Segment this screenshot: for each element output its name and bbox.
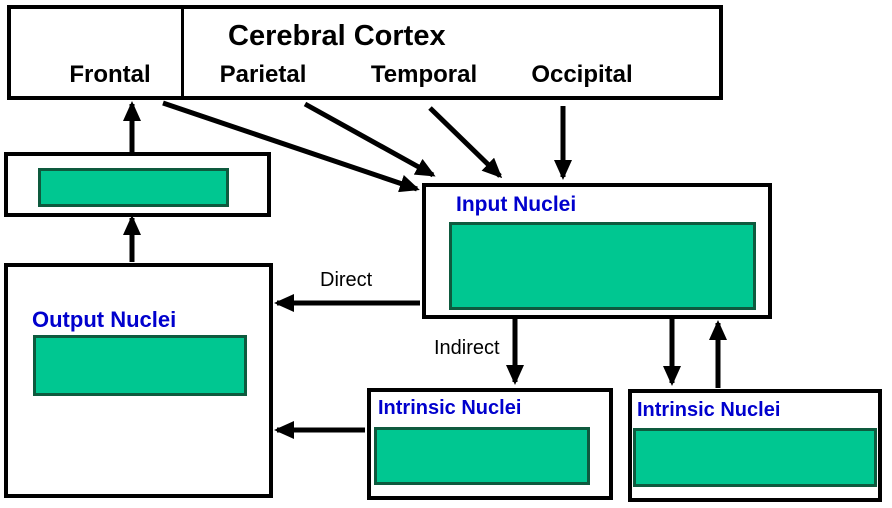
intrinsic-nuclei-right-label: Intrinsic Nuclei <box>637 399 781 421</box>
indirect-pathway-label: Indirect <box>434 337 500 359</box>
arrow-temporal-to-input <box>428 106 503 179</box>
lobe-label-temporal: Temporal <box>370 61 478 88</box>
input-nucleus-bar <box>449 222 756 310</box>
cortex-title: Cerebral Cortex <box>228 20 446 52</box>
lobe-label-parietal: Parietal <box>219 61 307 88</box>
intrinsic-right-nucleus-bar <box>633 428 877 487</box>
direct-pathway-label: Direct <box>320 269 373 291</box>
input-nuclei-label: Input Nuclei <box>456 193 577 216</box>
intrinsic-nuclei-left-label: Intrinsic Nuclei <box>378 397 522 419</box>
intrinsic-left-nucleus-bar <box>374 427 590 485</box>
lobe-label-frontal: Frontal <box>69 61 151 88</box>
arrow-parietal-to-input <box>303 101 436 178</box>
lobe-label-occipital: Occipital <box>531 61 633 88</box>
output-nuclei-label: Output Nuclei <box>32 307 177 332</box>
output-nucleus-bar <box>33 335 247 396</box>
cerebral-cortex-box <box>7 5 723 100</box>
relay-nucleus-bar <box>38 168 229 207</box>
cortex-frontal-divider <box>181 5 184 100</box>
